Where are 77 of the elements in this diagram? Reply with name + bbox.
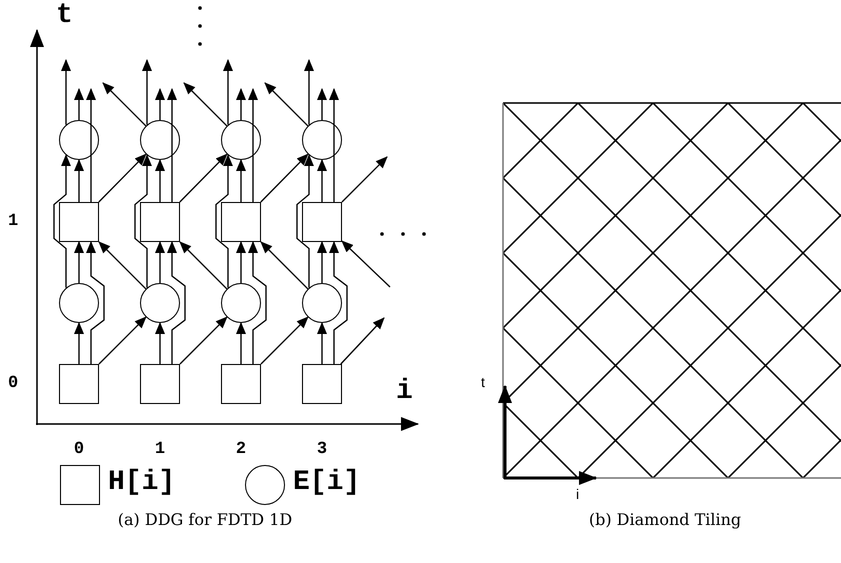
axis-label: i <box>396 376 413 407</box>
arrow <box>155 159 165 202</box>
axis-label: 1 <box>154 440 166 459</box>
arrow <box>236 159 246 202</box>
arrow <box>98 241 146 290</box>
arrow <box>236 241 246 283</box>
legend-label: E[i] <box>293 467 360 498</box>
arrow <box>155 88 165 120</box>
arrow <box>329 88 339 202</box>
square-node <box>59 364 99 404</box>
axis-label: i <box>576 486 580 502</box>
caption: (a) DDG for FDTD 1D <box>118 510 292 529</box>
square-node <box>221 202 261 242</box>
arrow <box>215 154 233 288</box>
arrow <box>86 241 105 364</box>
axis-label: t <box>481 374 485 390</box>
arrow <box>155 241 165 283</box>
arrow <box>167 241 186 364</box>
arrow <box>260 154 309 202</box>
axis-label: 0 <box>74 440 84 459</box>
arrow <box>304 59 314 125</box>
arrow <box>223 59 233 125</box>
arrow <box>98 316 147 364</box>
arrow <box>102 82 146 126</box>
axis-label: 3 <box>316 440 328 459</box>
square-node <box>302 364 342 404</box>
arrow <box>260 316 309 364</box>
arrow <box>98 154 147 202</box>
arrow <box>248 88 258 202</box>
arrow <box>61 59 71 125</box>
circle-node <box>59 120 99 160</box>
arrow <box>167 88 177 202</box>
square-node <box>302 202 342 242</box>
arrow <box>53 154 71 288</box>
arrow <box>142 59 152 125</box>
axis-label: t <box>56 0 73 31</box>
circle-node <box>140 120 180 160</box>
circle-node <box>302 120 342 160</box>
arrow <box>260 241 308 290</box>
arrow <box>236 322 246 364</box>
arrow <box>134 154 152 288</box>
circle-node <box>221 283 261 323</box>
axis-label: 0 <box>8 374 18 393</box>
arrow <box>179 241 228 290</box>
arrow <box>86 88 96 202</box>
arrow <box>317 88 327 120</box>
caption: (b) Diamond Tiling <box>588 510 742 529</box>
square-node <box>140 364 180 404</box>
arrow <box>155 322 165 364</box>
arrow <box>74 88 84 120</box>
axis-label: 1 <box>8 212 18 231</box>
arrow <box>296 154 314 288</box>
arrow <box>317 241 327 283</box>
arrow <box>74 159 84 202</box>
square-node <box>59 202 99 242</box>
legend-label: H[i] <box>108 467 176 498</box>
arrow <box>340 317 385 364</box>
arrow <box>74 241 84 283</box>
arrow <box>180 316 228 364</box>
circle-node <box>302 283 342 323</box>
arrow <box>248 241 267 364</box>
arrow <box>341 240 390 288</box>
arrow <box>264 82 308 126</box>
arrow <box>329 241 348 364</box>
axis-label: 2 <box>236 440 246 459</box>
arrow <box>74 322 84 364</box>
arrow <box>317 322 327 364</box>
arrow <box>179 154 228 202</box>
arrow <box>183 82 228 126</box>
circle-node <box>140 283 180 323</box>
circle-node <box>221 120 261 160</box>
square-node <box>221 364 261 404</box>
arrow <box>317 159 327 202</box>
square-node <box>140 202 180 242</box>
arrow <box>236 88 246 120</box>
circle-node <box>59 283 99 323</box>
arrow <box>342 156 388 202</box>
